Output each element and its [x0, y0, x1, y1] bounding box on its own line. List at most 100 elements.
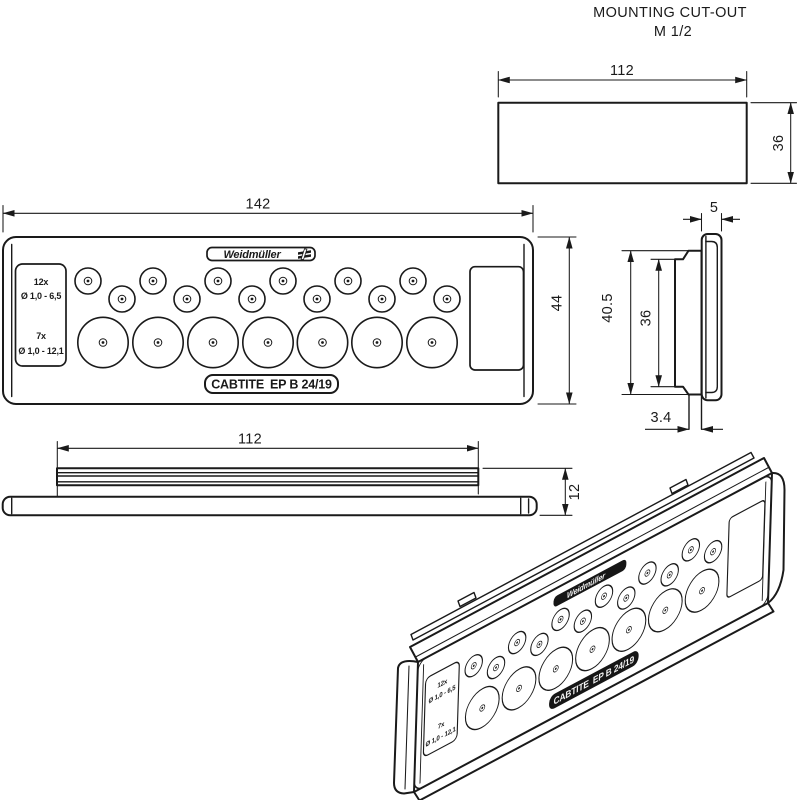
grommet-large	[266, 341, 270, 344]
grommet-large	[263, 338, 273, 347]
insert-height-label: 36	[639, 310, 655, 327]
bottom-plate-bevel-lines	[11, 497, 530, 515]
side-stem-lines	[688, 393, 703, 430]
legend-small-count: 12x	[34, 277, 49, 287]
grommet-small	[151, 279, 155, 283]
cutout-height-label: 36	[771, 135, 787, 152]
iso-grommet-field	[464, 538, 723, 731]
product-label: CABTITE EP B 24/19	[204, 374, 339, 394]
grommet-large	[627, 628, 630, 631]
front-height-label: 44	[550, 295, 566, 312]
bottom-insert-layer-lines	[56, 472, 479, 483]
flange-depth-dimension: 5	[683, 200, 740, 232]
grommet-large	[156, 341, 160, 344]
grommet-small	[493, 663, 499, 672]
grommet-small	[408, 276, 418, 286]
iso-view: Weidmüller 12x Ø 1,0 - 6,5 7x Ø 1,0 - 12…	[393, 451, 786, 800]
grommet-small	[646, 571, 649, 575]
blank-window	[469, 265, 525, 371]
grommet-small	[216, 279, 220, 283]
grommet-large	[552, 665, 559, 673]
brand-mark-icon	[298, 248, 311, 261]
cutout-rectangle	[497, 101, 748, 185]
grommet-small	[86, 279, 90, 283]
brand-label: Weidmüller	[206, 246, 316, 262]
iso-tab-right	[669, 478, 689, 495]
legend-small-range: Ø 1,0 - 6,5	[21, 291, 62, 301]
iso-tab-left	[457, 591, 477, 608]
bottom-insert-outline	[56, 467, 480, 487]
cutout-view: MOUNTING CUT-OUT M 1/2 112 36	[497, 5, 798, 185]
grommet-small	[315, 297, 319, 301]
front-grommet-field	[74, 267, 461, 369]
grommet-small	[514, 638, 521, 647]
total-depth-dimension: 12	[482, 467, 583, 516]
grommet-large	[372, 338, 382, 347]
grommet-small	[516, 641, 519, 644]
brand-label-text: Weidmüller	[223, 249, 281, 261]
grommet-large	[427, 338, 437, 347]
grommet-small	[687, 546, 694, 554]
grommet-large	[481, 706, 484, 710]
iso-grommet-legend-box: 12x Ø 1,0 - 6,5 7x Ø 1,0 - 12,1	[422, 661, 460, 757]
grommet-small	[666, 571, 673, 579]
grommet-small	[312, 294, 322, 304]
grommet-small	[581, 620, 584, 623]
grommet-small	[644, 569, 651, 577]
iso-back-edge	[410, 451, 755, 641]
grommet-small	[689, 548, 692, 552]
grommet-large	[211, 341, 215, 344]
front-view: Weidmüller 12x Ø 1,0 - 6,5 7x Ø 1,0 - 12…	[2, 197, 577, 405]
grommet-small	[83, 276, 93, 286]
grommet-small	[445, 297, 449, 301]
grommet-small	[601, 592, 607, 600]
grommet-large	[701, 589, 703, 592]
grommet-small	[442, 294, 452, 304]
grommet-small	[536, 640, 543, 649]
grommet-small	[120, 297, 124, 301]
grommet-small	[185, 297, 189, 301]
grommet-small	[668, 573, 671, 577]
grommet-large	[518, 687, 520, 690]
legend-large-range: Ø 1,0 - 12,1	[18, 346, 63, 356]
grommet-small	[343, 276, 353, 286]
front-width-label: 142	[245, 197, 270, 213]
grommet-large	[626, 626, 632, 634]
grommet-small	[603, 595, 605, 598]
grommet-large	[589, 645, 596, 653]
iso-right-cap	[767, 471, 786, 604]
total-depth-label: 12	[567, 484, 583, 501]
grommet-small	[557, 615, 564, 624]
grommet-large	[699, 587, 705, 595]
grommet-small	[148, 276, 158, 286]
stem-width-label: 3.4	[650, 410, 671, 426]
stem-width-dimension: 3.4	[645, 410, 723, 433]
grommet-legend-box: 12x Ø 1,0 - 6,5 7x Ø 1,0 - 12,1	[14, 263, 67, 367]
front-height-dimension: 44	[537, 236, 577, 405]
iso-blank-window	[726, 500, 766, 598]
grommet-small	[247, 294, 257, 304]
product-label-text: CABTITE EP B 24/19	[211, 378, 332, 392]
grommet-large	[153, 338, 163, 347]
grommet-small	[213, 276, 223, 286]
bottom-plate-outline	[1, 495, 538, 517]
flange-depth-label: 5	[710, 200, 718, 216]
insert-height-dimension: 36	[639, 258, 676, 388]
front-width-dimension: 142	[2, 197, 534, 233]
iso-left-cap	[393, 660, 419, 795]
grommet-large	[662, 606, 669, 614]
grommet-small	[346, 279, 350, 283]
grommet-large	[318, 338, 327, 347]
grommet-small	[182, 294, 192, 304]
insert-width-dimension: 112	[56, 432, 479, 497]
insert-width-label: 112	[238, 432, 262, 448]
grommet-small	[625, 596, 628, 600]
grommet-small	[250, 297, 254, 301]
total-height-label: 40.5	[600, 293, 616, 322]
side-insert-profile	[674, 249, 703, 396]
grommet-small	[712, 550, 715, 553]
cutout-width-dimension: 112	[497, 63, 748, 98]
grommet-large	[591, 647, 594, 651]
svg-text:7x: 7x	[438, 720, 445, 731]
